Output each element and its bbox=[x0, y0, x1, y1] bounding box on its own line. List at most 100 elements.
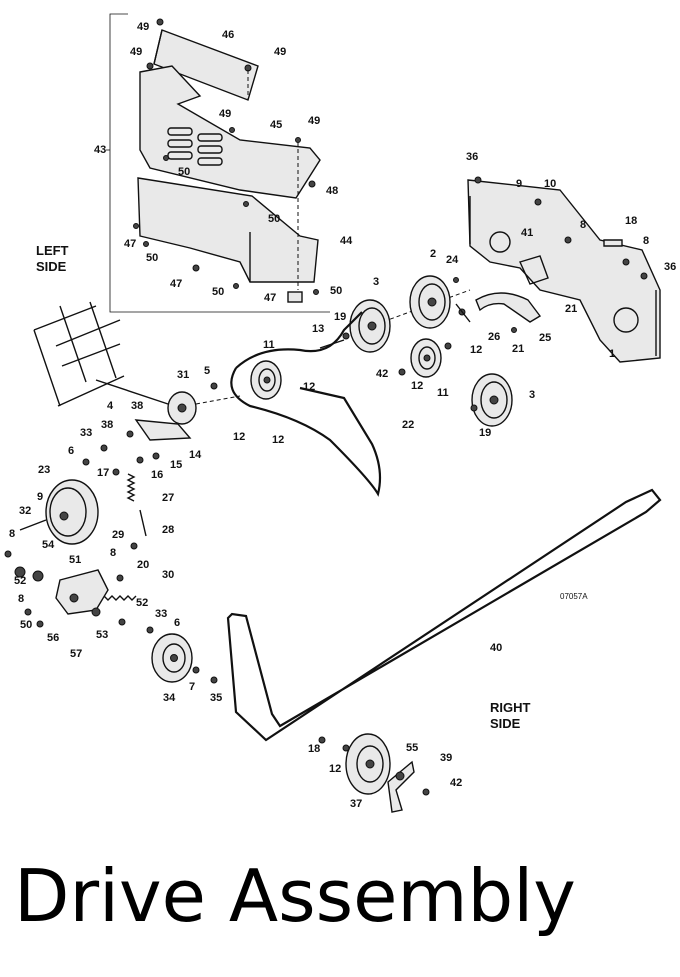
callout-1: 1 bbox=[609, 348, 615, 360]
callout-12: 12 bbox=[470, 344, 482, 356]
callout-3: 3 bbox=[529, 389, 535, 401]
callout-49: 49 bbox=[219, 108, 231, 120]
clutch-arm-51 bbox=[55, 569, 109, 615]
callout-42: 42 bbox=[376, 368, 388, 380]
pulley-11-right bbox=[410, 338, 442, 378]
callout-21: 21 bbox=[565, 303, 577, 315]
callout-49: 49 bbox=[274, 46, 286, 58]
callout-15: 15 bbox=[170, 459, 182, 471]
callout-47: 47 bbox=[124, 238, 136, 250]
callout-18: 18 bbox=[308, 743, 320, 755]
callout-9: 9 bbox=[37, 491, 43, 503]
right-side-line-2: SIDE bbox=[490, 716, 521, 731]
tine-frame bbox=[33, 301, 169, 407]
callout-38: 38 bbox=[101, 419, 113, 431]
callout-8: 8 bbox=[110, 547, 116, 559]
drive-assembly-diagram: LEFT SIDE RIGHT SIDE 07057A 494649494349… bbox=[4, 13, 676, 813]
callout-12: 12 bbox=[303, 381, 315, 393]
callout-12: 12 bbox=[329, 763, 341, 775]
callout-14: 14 bbox=[189, 449, 202, 461]
callout-11: 11 bbox=[437, 387, 449, 399]
callout-36: 36 bbox=[466, 151, 478, 163]
callout-16: 16 bbox=[151, 469, 163, 481]
callout-4: 4 bbox=[107, 400, 114, 412]
callout-40: 40 bbox=[490, 642, 502, 654]
spring-20 bbox=[99, 595, 137, 601]
callout-9: 9 bbox=[516, 178, 522, 190]
callout-43: 43 bbox=[94, 144, 106, 156]
callout-54: 54 bbox=[42, 539, 55, 551]
pulley-3-lower bbox=[471, 373, 513, 427]
callout-30: 30 bbox=[162, 569, 174, 581]
spring-27 bbox=[126, 473, 136, 502]
callout-50: 50 bbox=[146, 252, 158, 264]
callout-19: 19 bbox=[334, 311, 346, 323]
callout-56: 56 bbox=[47, 632, 59, 644]
callout-21: 21 bbox=[512, 343, 524, 355]
page-title: Drive Assembly bbox=[14, 854, 576, 938]
callout-7: 7 bbox=[189, 681, 195, 693]
shroud-fasteners bbox=[133, 18, 319, 303]
pulley-11-left bbox=[250, 360, 282, 400]
callout-55: 55 bbox=[406, 742, 418, 754]
idler-pulley-34 bbox=[151, 633, 193, 683]
drawing-code: 07057A bbox=[560, 592, 588, 601]
callout-46: 46 bbox=[222, 29, 234, 41]
callout-8: 8 bbox=[580, 219, 586, 231]
callout-5: 5 bbox=[204, 365, 210, 377]
callout-12: 12 bbox=[272, 434, 284, 446]
left-hardware bbox=[4, 332, 478, 796]
side-label-right: RIGHT SIDE bbox=[490, 700, 531, 731]
pulley-2 bbox=[409, 275, 451, 329]
callout-48: 48 bbox=[326, 185, 338, 197]
callout-38: 38 bbox=[131, 400, 143, 412]
callout-13: 13 bbox=[312, 323, 324, 335]
callout-44: 44 bbox=[340, 235, 353, 247]
belt-40 bbox=[226, 488, 662, 742]
callout-51: 51 bbox=[69, 554, 81, 566]
callout-3: 3 bbox=[373, 276, 379, 288]
callout-8: 8 bbox=[9, 528, 15, 540]
callout-49: 49 bbox=[130, 46, 142, 58]
bracket-39 bbox=[387, 760, 415, 813]
callout-20: 20 bbox=[137, 559, 149, 571]
callout-45: 45 bbox=[270, 119, 282, 131]
callout-49: 49 bbox=[308, 115, 320, 127]
callout-50: 50 bbox=[20, 619, 32, 631]
callout-42: 42 bbox=[450, 777, 462, 789]
left-side-line-1: LEFT bbox=[36, 243, 69, 258]
callout-28: 28 bbox=[162, 524, 174, 536]
idler-bracket-31 bbox=[134, 391, 241, 441]
callout-50: 50 bbox=[268, 213, 280, 225]
callout-24: 24 bbox=[446, 254, 459, 266]
callout-31: 31 bbox=[177, 369, 189, 381]
callout-50: 50 bbox=[330, 285, 342, 297]
callout-53: 53 bbox=[96, 629, 108, 641]
callout-8: 8 bbox=[643, 235, 649, 247]
callout-39: 39 bbox=[440, 752, 452, 764]
callout-52: 52 bbox=[14, 575, 26, 587]
callout-47: 47 bbox=[264, 292, 276, 304]
shroud-group-bracket bbox=[106, 13, 330, 313]
callout-17: 17 bbox=[97, 467, 109, 479]
callout-29: 29 bbox=[112, 529, 124, 541]
left-side-line-2: SIDE bbox=[36, 259, 67, 274]
callout-23: 23 bbox=[38, 464, 50, 476]
callout-49: 49 bbox=[137, 21, 149, 33]
callout-34: 34 bbox=[163, 692, 176, 704]
upper-shroud-45 bbox=[139, 65, 321, 199]
callout-50: 50 bbox=[212, 286, 224, 298]
pulley-3-upper bbox=[349, 299, 391, 353]
side-label-left: LEFT SIDE bbox=[36, 243, 69, 274]
callout-6: 6 bbox=[68, 445, 74, 457]
callout-47: 47 bbox=[170, 278, 182, 290]
callout-50: 50 bbox=[178, 166, 190, 178]
vent-slots bbox=[167, 127, 223, 166]
callout-19: 19 bbox=[479, 427, 491, 439]
callout-33: 33 bbox=[80, 427, 92, 439]
callout-25: 25 bbox=[539, 332, 551, 344]
callout-18: 18 bbox=[625, 215, 637, 227]
belt-22 bbox=[230, 311, 382, 497]
callout-35: 35 bbox=[210, 692, 222, 704]
